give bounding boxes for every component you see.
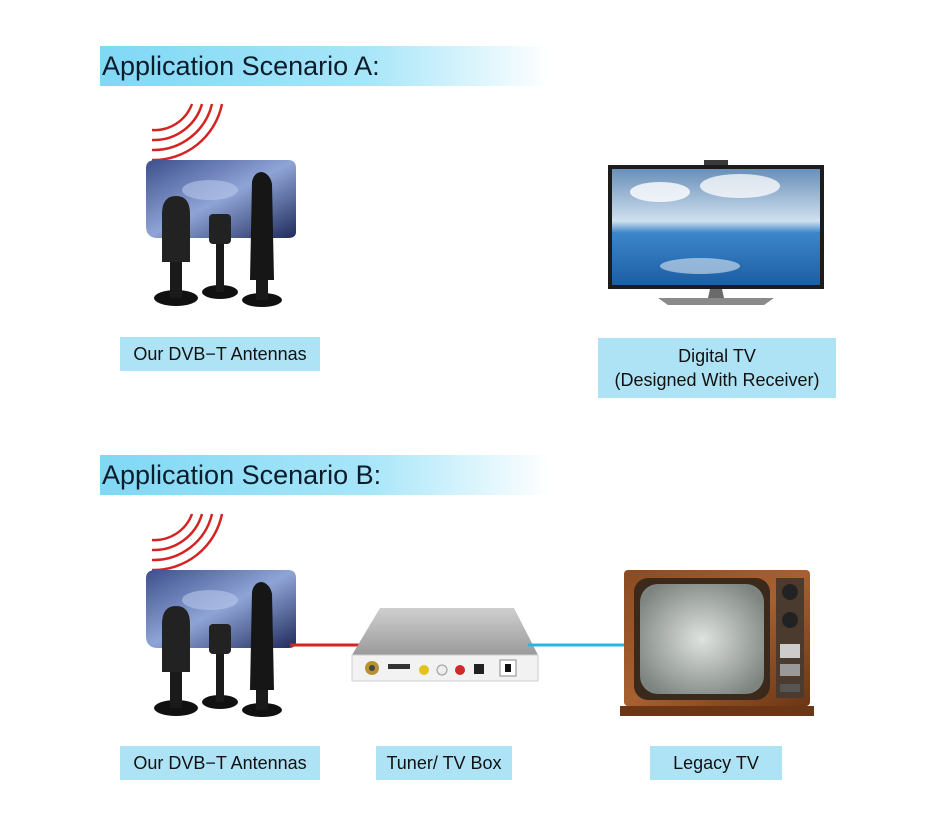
scenario-b-tv-label: Legacy TV [650,746,782,780]
tv-label-line2: (Designed With Receiver) [614,370,820,390]
legacy-tv-image [620,570,814,716]
tuner-box-image [351,608,539,682]
digital-tv-image [608,160,824,305]
signal-waves-icon-b [151,513,224,572]
tv-label-line1: Digital TV [678,345,756,366]
scenario-a-title: Application Scenario A: [100,46,550,86]
dvbt-antennas-image-a [146,160,296,307]
scenario-b-tuner-label: Tuner/ TV Box [376,746,512,780]
scenario-b-antenna-label: Our DVB−T Antennas [120,746,320,780]
scenario-b-title: Application Scenario B: [100,455,550,495]
dvbt-antennas-image-b [146,570,296,717]
scenario-a-tv-label: Digital TV (Designed With Receiver) [598,338,836,398]
scenario-a-antenna-label: Our DVB−T Antennas [120,337,320,371]
signal-waves-icon [151,103,224,162]
